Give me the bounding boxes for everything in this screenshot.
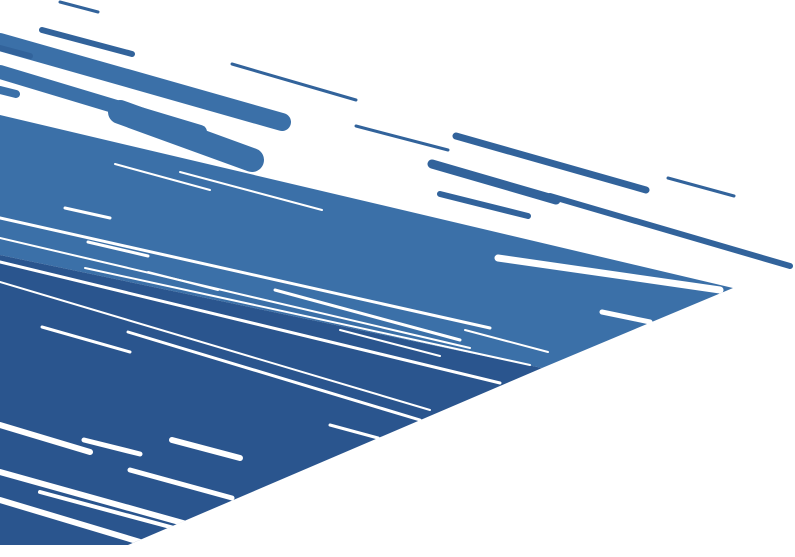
white-stripe: [0, 422, 93, 455]
white-stripe: [40, 325, 132, 354]
blue-streak: [547, 193, 793, 269]
white-stripe: [0, 237, 471, 349]
white-stripe: [0, 281, 431, 411]
white-stripe: [147, 271, 219, 291]
blue-streak: [666, 176, 736, 198]
white-stripe: [84, 267, 531, 366]
white-stripe: [0, 260, 502, 385]
blue-streak: [0, 33, 291, 131]
white-stripe: [0, 497, 153, 545]
blue-streak: [437, 191, 531, 219]
blue-streak: [0, 86, 20, 98]
white-stripe: [0, 216, 492, 330]
white-stripe: [81, 437, 143, 457]
white-stripe: [494, 254, 724, 294]
white-stripe: [273, 288, 462, 342]
blue-streak: [427, 159, 561, 205]
white-stripe: [599, 309, 653, 325]
white-stripe: [339, 329, 441, 357]
blue-streak: [230, 62, 358, 102]
white-stripe: [328, 423, 380, 440]
white-stripe: [169, 437, 243, 461]
white-stripe: [126, 330, 422, 422]
blue-streak: [108, 100, 264, 172]
white-stripes: [0, 163, 724, 545]
blue-streak: [39, 27, 135, 57]
white-stripe: [86, 240, 150, 258]
white-stripe: [127, 467, 235, 501]
white-stripe: [179, 171, 323, 211]
main-band-upper: [0, 115, 733, 368]
blue-streak: [354, 124, 450, 152]
blue-streaks: [0, 0, 793, 269]
white-stripe: [464, 329, 549, 353]
white-stripe: [114, 163, 211, 191]
white-stripe: [0, 469, 193, 528]
blue-streak: [58, 0, 100, 14]
blue-streak: [0, 45, 33, 59]
blue-streak: [452, 132, 650, 194]
white-stripe: [63, 206, 112, 220]
